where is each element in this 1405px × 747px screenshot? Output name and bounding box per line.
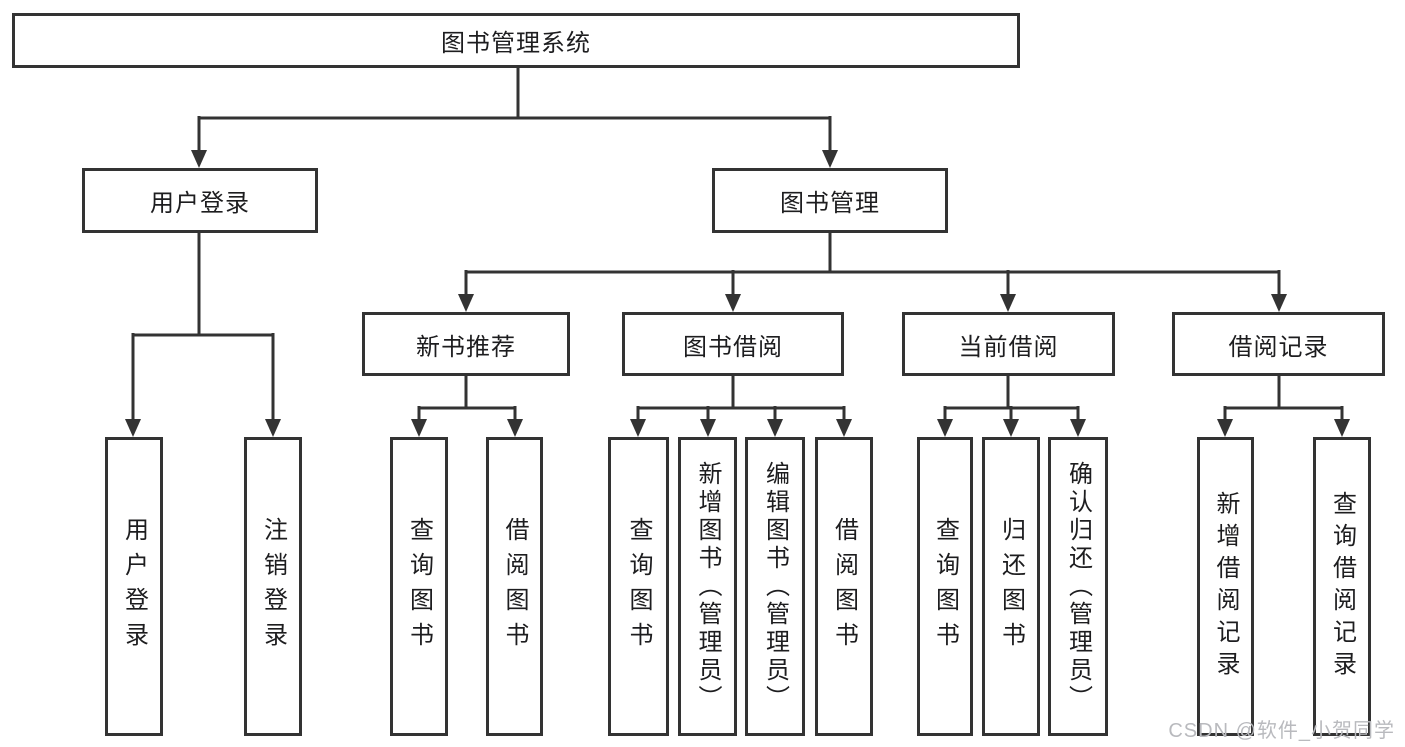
leaf-newbook-query-books: 查询图书: [390, 437, 448, 736]
node-book-borrow-label: 图书借阅: [683, 333, 783, 361]
leaf-newbook-borrow-books-label: 借阅图书: [501, 516, 528, 657]
leaf-records-add-record: 新增借阅记录: [1197, 437, 1254, 736]
leaf-borrow-borrow-books-label: 借阅图书: [830, 516, 858, 657]
node-borrow-records-label: 借阅记录: [1228, 333, 1329, 361]
leaf-user-login: 用户登录: [105, 437, 163, 736]
node-current-borrow: 当前借阅: [902, 312, 1115, 376]
node-book-management: 图书管理: [712, 168, 948, 233]
connector-book-management-to-level3: [458, 233, 1287, 312]
leaf-borrow-add-books-admin-label: 新增图书（管理员）: [694, 460, 721, 713]
connector-borrow-records-to-leaves: [1217, 376, 1350, 437]
leaf-current-confirm-return-admin-label: 确认归还（管理员）: [1064, 460, 1092, 713]
node-user-login-label: 用户登录: [150, 190, 250, 217]
leaf-current-query-books-label: 查询图书: [931, 516, 959, 657]
leaf-current-confirm-return-admin: 确认归还（管理员）: [1048, 437, 1108, 736]
leaf-borrow-query-books: 查询图书: [608, 437, 669, 736]
connector-root-to-level2: [191, 66, 838, 168]
leaf-newbook-query-books-label: 查询图书: [405, 516, 433, 657]
node-book-borrow: 图书借阅: [622, 312, 844, 376]
connector-current-borrow-to-leaves: [937, 376, 1086, 437]
leaf-records-query-record-label: 查询借阅记录: [1328, 490, 1356, 683]
leaf-current-query-books: 查询图书: [917, 437, 973, 736]
node-book-management-label: 图书管理: [780, 190, 880, 217]
node-current-borrow-label: 当前借阅: [958, 333, 1059, 361]
leaf-user-login-label: 用户登录: [120, 516, 148, 657]
leaf-newbook-borrow-books: 借阅图书: [486, 437, 543, 736]
node-new-book-recommend-label: 新书推荐: [416, 333, 516, 361]
leaf-current-return-books: 归还图书: [982, 437, 1040, 736]
leaf-borrow-add-books-admin: 新增图书（管理员）: [678, 437, 737, 736]
leaf-borrow-edit-books-admin-label: 编辑图书（管理员）: [761, 460, 789, 713]
leaf-records-query-record: 查询借阅记录: [1313, 437, 1371, 736]
leaf-logout: 注销登录: [244, 437, 302, 736]
node-new-book-recommend: 新书推荐: [362, 312, 570, 376]
leaf-logout-label: 注销登录: [259, 516, 287, 657]
node-root: 图书管理系统: [12, 13, 1020, 68]
node-user-login: 用户登录: [82, 168, 318, 233]
connector-book-borrow-to-leaves: [630, 376, 852, 437]
node-root-label: 图书管理系统: [441, 30, 591, 57]
leaf-borrow-edit-books-admin: 编辑图书（管理员）: [745, 437, 805, 736]
connector-user-login-to-leaves: [125, 233, 281, 437]
connector-new-book-to-leaves: [411, 376, 523, 437]
node-borrow-records: 借阅记录: [1172, 312, 1385, 376]
leaf-current-return-books-label: 归还图书: [997, 516, 1025, 657]
leaf-records-add-record-label: 新增借阅记录: [1212, 490, 1239, 683]
leaf-borrow-borrow-books: 借阅图书: [815, 437, 873, 736]
leaf-borrow-query-books-label: 查询图书: [625, 516, 652, 657]
csdn-watermark: CSDN @软件_小贺同学: [1168, 720, 1395, 742]
